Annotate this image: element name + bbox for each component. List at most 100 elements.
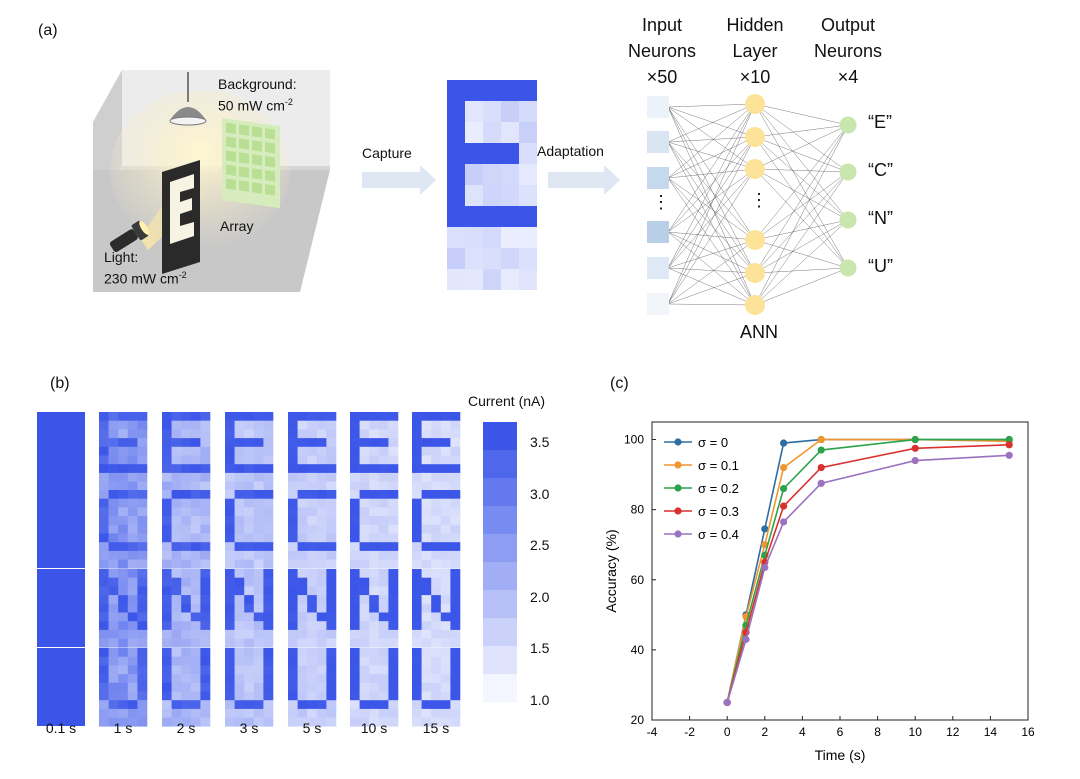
- heatmap-cell: [127, 595, 138, 605]
- heatmap-cell: [244, 542, 255, 552]
- heatmap-cell: [234, 700, 245, 710]
- heatmap-cell: [137, 559, 148, 569]
- heatmap-cell: [431, 629, 442, 639]
- heatmap-cell: [307, 550, 318, 560]
- heatmap-cell: [378, 498, 389, 508]
- heatmap-cell: [307, 420, 318, 430]
- heatmap-cell: [190, 524, 201, 534]
- heatmap-cell: [388, 612, 399, 622]
- heatmap-cell: [181, 656, 192, 666]
- heatmap-cell: [440, 638, 451, 648]
- background-panel: [222, 118, 280, 209]
- heatmap-cell: [263, 490, 274, 499]
- heatmap-cell: [388, 691, 399, 701]
- heatmap-cell: [190, 559, 201, 569]
- heatmap-cell: [253, 420, 264, 430]
- heatmap-cell: [263, 603, 274, 613]
- heatmap-cell: [181, 490, 192, 499]
- heatmap-cell: [225, 490, 235, 499]
- heatmap-cell: [288, 524, 298, 534]
- heatmap-cell: [412, 438, 422, 448]
- heatmap-cell: [181, 674, 192, 684]
- heatmap-cell: [369, 446, 380, 456]
- heatmap-cell: [200, 498, 211, 508]
- heatmap-cell: [288, 621, 298, 631]
- heatmap-cell: [440, 708, 451, 718]
- heatmap-cell: [181, 438, 192, 448]
- heatmap-cell: [297, 550, 308, 560]
- data-point: [911, 435, 919, 444]
- heatmap-cell: [326, 524, 337, 534]
- heatmap-cell: [234, 455, 245, 465]
- heatmap-cell: [263, 420, 274, 430]
- heatmap-cell: [118, 490, 129, 499]
- data-point: [817, 435, 825, 444]
- heatmap-cell: [307, 446, 318, 456]
- heatmap-cell: [190, 533, 201, 543]
- heatmap-cell: [137, 708, 148, 718]
- heatmap-cell: [450, 682, 461, 692]
- heatmap-cell: [421, 665, 432, 675]
- heatmap-cell: [127, 621, 138, 631]
- heatmap-cell: [253, 717, 264, 727]
- heatmap-cell: [171, 621, 182, 631]
- heatmap-cell: [450, 656, 461, 666]
- heatmap-cell: [225, 648, 235, 657]
- heatmap-cell: [369, 656, 380, 666]
- heatmap-cell: [190, 577, 201, 587]
- heatmap-cell: [137, 524, 148, 534]
- heatmap-cell: [431, 412, 442, 421]
- heatmap-cell: [200, 472, 211, 482]
- time-label: 3 s: [239, 720, 259, 736]
- heatmap-cell: [307, 516, 318, 526]
- heatmap-cell: [225, 674, 235, 684]
- heatmap-cell: [181, 691, 192, 701]
- heatmap-cell: [137, 648, 148, 657]
- heatmap-cell: [378, 507, 389, 517]
- heatmap-cell: [137, 533, 148, 543]
- heatmap-cell: [378, 490, 389, 499]
- heatmap-cell: [118, 665, 129, 675]
- heatmap-cell: [440, 524, 451, 534]
- heatmap-cell: [162, 717, 172, 727]
- heatmap-cell: [225, 533, 235, 543]
- heatmap-cell: [234, 656, 245, 666]
- heatmap-cell: [316, 507, 327, 517]
- heatmap-cell: [297, 559, 308, 569]
- heatmap-cell: [450, 603, 461, 613]
- heatmap-cell: [421, 569, 432, 578]
- heatmap-cell: [421, 490, 432, 499]
- heatmap-cell: [450, 550, 461, 560]
- heatmap-cell: [350, 638, 360, 648]
- heatmap-cell: [190, 603, 201, 613]
- heatmap-cell: [234, 691, 245, 701]
- legend-marker: [674, 484, 682, 492]
- heatmap-cell: [37, 648, 85, 726]
- heatmap-cell: [369, 438, 380, 448]
- heatmap-cell: [378, 648, 389, 657]
- heatmap-cell: [162, 464, 172, 474]
- heatmap-cell: [369, 674, 380, 684]
- data-point: [780, 502, 788, 510]
- heatmap-cell: [450, 446, 461, 456]
- heatmap-cell: [190, 674, 201, 684]
- heatmap-cell: [359, 682, 370, 692]
- heatmap-cell: [326, 595, 337, 605]
- heatmap-cell: [431, 621, 442, 631]
- heatmap-cell: [350, 481, 360, 491]
- heatmap-cell: [412, 638, 422, 648]
- heatmap-cell: [412, 490, 422, 499]
- heatmap-cell: [263, 569, 274, 578]
- heatmap-cell: [378, 429, 389, 439]
- heatmap-cell: [378, 656, 389, 666]
- heatmap-cell: [359, 550, 370, 560]
- heatmap-cell: [378, 603, 389, 613]
- heatmap-cell: [350, 464, 360, 474]
- heatmap-cell: [412, 691, 422, 701]
- heatmap-cell: [307, 682, 318, 692]
- heatmap-cell: [440, 438, 451, 448]
- heatmap-cell: [412, 717, 422, 727]
- heatmap-cell: [431, 682, 442, 692]
- heatmap-cell: [137, 595, 148, 605]
